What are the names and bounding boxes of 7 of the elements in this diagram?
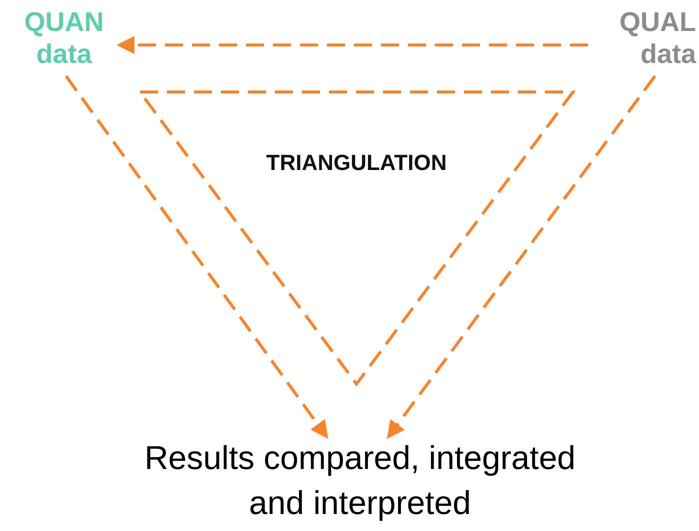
result-text: Results compared, integrated and interpreted [143,438,577,523]
data-label: QUAN data [23,6,105,71]
arrow [64,75,328,439]
data-label: QUAL data [618,6,696,71]
arrow [116,36,588,54]
triangle-title: TRIANGULATION [265,150,448,176]
arrow [386,75,656,439]
